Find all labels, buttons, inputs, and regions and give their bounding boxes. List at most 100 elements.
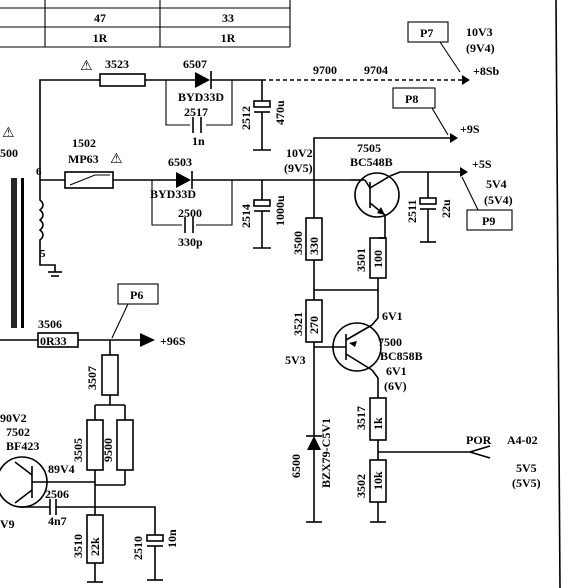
label-v9v5: (9V5) [284,161,313,175]
label-t7505: 7505 [357,141,381,155]
label-d6503: 6503 [168,155,192,169]
transistor-7502: 90V2 7502 BF423 89V4 V9 [0,411,95,531]
table-cell: 47 [94,11,106,25]
label-r3506-val: 0R33 [40,334,67,348]
label-d6500: 6500 [289,454,303,478]
warning-icon: ⚠ [110,151,123,167]
table-cell: 1R [221,31,236,45]
label-pin6: 6 [36,166,42,178]
capacitor-2514 [253,199,271,207]
resistor-3523 [99,73,146,87]
arrow-96s [140,333,155,347]
label-c2517-val: 1n [192,134,205,148]
capacitor-2512 [253,100,271,108]
label-v90v2: 90V2 [0,411,27,425]
label-d6503-type: BYD33D [150,187,196,201]
label-t7500: 7500 [378,335,402,349]
label-r3505: 3505 [71,438,85,462]
label-v9v4: (9V4) [466,41,495,55]
label-r3500-val: 330 [307,237,321,255]
label-p7: P7 [420,26,433,40]
diode-6507 [195,72,210,88]
label-c2511: 2511 [405,200,419,223]
label-c2512-val: 470u [273,100,287,125]
label-c2500: 2500 [178,206,202,220]
label-n9700: 9700 [313,63,337,77]
label-t7500-type: BC858B [380,349,423,363]
divider-network: 3507 3505 9500 [71,354,134,515]
label-n500: 500 [0,146,18,160]
label-v5v4b: (5V4) [484,193,513,207]
warning-icon: ⚠ [2,125,15,141]
label-r3507: 3507 [85,366,99,390]
probe-p7: P7 10V3 (9V4) [407,21,495,73]
resistor-9500 [116,419,134,471]
label-c2512: 2512 [239,106,253,130]
capacitor-2511 [419,197,437,205]
label-v6v1b: 6V1 [386,364,407,378]
label-c2511-val: 22u [439,199,453,218]
label-v5v4: 5V4 [486,177,507,191]
label-v6v1: 6V1 [382,309,403,323]
label-c2514: 2514 [239,204,253,228]
label-v6v: (6V) [384,379,407,393]
label-r3521-val: 270 [307,316,321,334]
probe-p6 [117,283,159,305]
label-net-5s: +5S [472,157,492,171]
probe-p9 [466,209,513,231]
arrow-9s [450,133,458,143]
diode-6503 [176,172,191,188]
value-table: 47 33 1R 1R [0,0,291,48]
label-v10v3: 10V3 [466,25,493,39]
label-t7502: 7502 [6,425,30,439]
label-r3517-val: 1k [371,417,385,430]
label-p6: P6 [130,288,143,302]
label-d6500-type: BZX79-C5V1 [319,418,333,488]
label-r3505-val: 9500 [101,438,115,462]
bottom-network: 2506 4n7 3510 22k 2510 10n [20,487,179,583]
label-c2506: 2506 [45,487,69,501]
label-r3500: 3500 [291,231,305,255]
label-c2514-val: 1000u [273,195,287,226]
label-t7502-type: BF423 [6,439,39,453]
label-r3501: 3501 [354,248,368,272]
label-p8: P8 [405,92,418,106]
label-por: POR [466,433,492,447]
probe-p8: P8 [392,87,449,136]
label-r3501-val: 100 [371,250,385,268]
label-n9704: 9704 [364,63,388,77]
label-pin5: 5 [40,248,46,260]
label-r3510: 3510 [71,534,85,558]
arrow-5s [460,167,468,177]
label-r3521: 3521 [291,312,305,336]
label-r3510-val: 22k [88,537,102,556]
warning-icon: ⚠ [80,58,93,74]
label-p9: P9 [482,214,495,228]
transformer: ⚠ 500 6 5 [0,125,62,328]
label-c2517: 2517 [184,105,208,119]
zener-6500: 6500 BZX79-C5V1 [289,418,333,523]
por-network: 3517 1k 3502 10k POR A4-02 5V5 (5V5) [354,397,541,523]
label-v5v5: 5V5 [516,461,537,475]
label-r3506: 3506 [38,317,62,331]
label-c2510: 2510 [131,536,145,560]
label-net-96s: +96S [160,334,186,348]
table-cell: 33 [222,11,234,25]
label-f1502-type: MP63 [68,152,99,166]
label-v5v5b: (5V5) [512,476,541,490]
label-c2510-val: 10n [165,529,179,548]
label-c2500-val: 330p [178,235,203,249]
label-r3502-val: 10k [371,471,385,490]
transistor-7500: 6V1 7500 BC858B 6V1 (6V) [314,290,423,398]
rail-9s: 1502 MP63 ⚠ 6503 BYD33D 2500 330p 2514 1… [40,122,480,249]
label-v10v2: 10V2 [286,146,313,160]
label-net-8sb: +8Sb [473,64,500,78]
label-t7505-type: BC548B [350,155,393,169]
label-r3502: 3502 [354,474,368,498]
transistor-7505: 7505 BC548B [350,141,400,218]
label-f1502: 1502 [72,136,96,150]
label-v9: V9 [0,517,15,531]
rail-96s: 3506 0R33 +96S P6 [0,283,186,355]
